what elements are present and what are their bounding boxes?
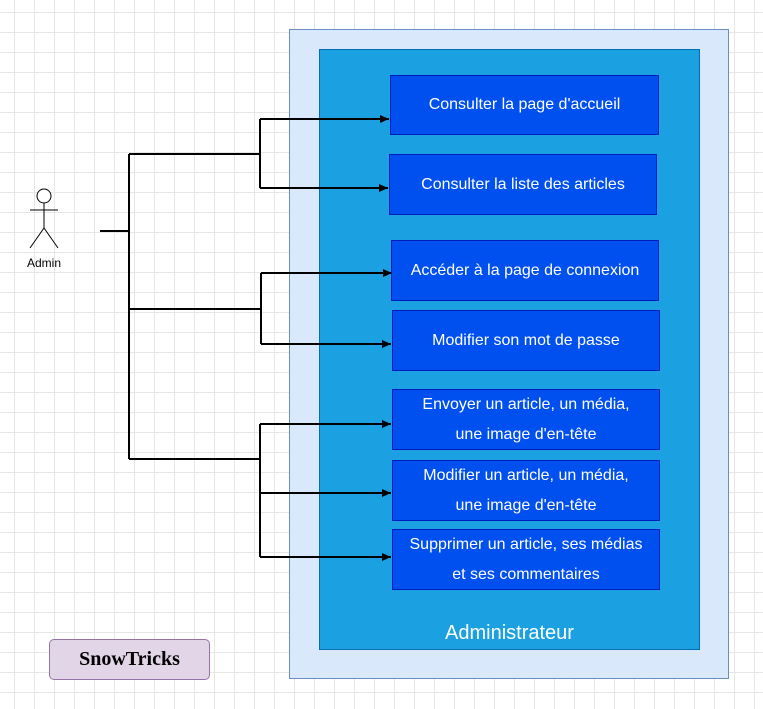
usecase-envoyer-article[interactable]: Envoyer un article, un média, une image … bbox=[392, 389, 660, 450]
actor-label: Admin bbox=[26, 256, 61, 270]
usecase-line-1: Envoyer un article, un média, bbox=[422, 395, 630, 413]
actor-right-leg bbox=[43, 227, 59, 249]
usecase-modifier-mot-de-passe[interactable]: Modifier son mot de passe bbox=[392, 310, 660, 371]
usecase-line: Accéder à la page de connexion bbox=[410, 261, 640, 279]
usecase-line: Consulter la page d'accueil bbox=[428, 96, 621, 113]
usecase-modifier-article[interactable]: Modifier un article, un média, une image… bbox=[392, 460, 660, 521]
usecase-line-2: une image d'en-tête bbox=[455, 496, 597, 514]
actor-head bbox=[36, 188, 52, 204]
usecase-consulter-accueil[interactable]: Consulter la page d'accueil bbox=[390, 75, 659, 135]
logo-text: SnowTricks bbox=[79, 648, 180, 670]
usecase-line-1: Modifier un article, un média, bbox=[423, 466, 629, 484]
usecase-consulter-liste-articles[interactable]: Consulter la liste des articles bbox=[389, 154, 657, 215]
usecase-line: Modifier son mot de passe bbox=[432, 331, 620, 349]
actor-figure bbox=[29, 188, 59, 249]
snowtricks-logo: SnowTricks bbox=[49, 639, 210, 680]
boundary-label: Administrateur bbox=[445, 622, 574, 644]
usecase-supprimer-article[interactable]: Supprimer un article, ses médias et ses … bbox=[392, 529, 660, 590]
usecase-line-1: Supprimer un article, ses médias bbox=[409, 535, 643, 553]
usecase-line-2: une image d'en-tête bbox=[455, 425, 597, 443]
usecase-acceder-connexion[interactable]: Accéder à la page de connexion bbox=[391, 240, 659, 301]
usecase-line-2: et ses commentaires bbox=[452, 565, 600, 583]
actor-left-leg bbox=[29, 227, 45, 249]
usecase-line: Consulter la liste des articles bbox=[421, 175, 625, 193]
